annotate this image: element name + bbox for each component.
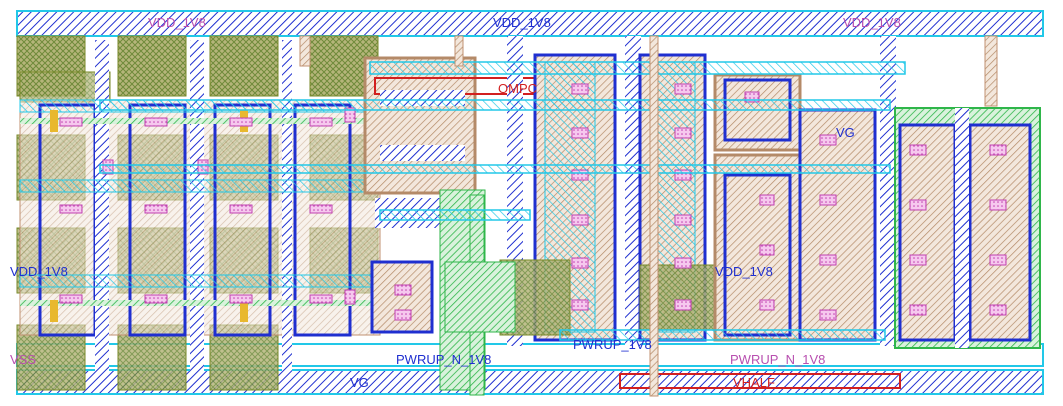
label-vss: VSS (10, 352, 36, 367)
via-cluster-right (744, 91, 1007, 321)
via-cluster-left (59, 107, 356, 305)
label-pwrup-center: PWRUP_1V8 (573, 337, 652, 352)
vdd-rail-top (16, 10, 1044, 37)
label-vdd-1v8-right: VDD_1V8 (843, 15, 901, 30)
label-vdd-1v8-center: VDD_1V8 (493, 15, 551, 30)
vhalf-wire (619, 373, 901, 389)
label-vdd-1v8-left: VDD_1V8 (148, 15, 206, 30)
label-vhalf: VHALF (733, 375, 775, 390)
via-cluster-center (394, 83, 692, 321)
label-ompc: OMPC (498, 81, 537, 96)
metal2-buses (99, 61, 906, 341)
label-vg-top: VG (836, 125, 855, 140)
label-pwrup-n-right: PWRUP_N_1V8 (730, 352, 825, 367)
label-vg-bottom: VG (350, 375, 369, 390)
label-vdd-right-mid: VDD_1V8 (715, 264, 773, 279)
label-vdd-left-mid: VDD_1V8 (10, 264, 68, 279)
straps (299, 35, 659, 397)
label-pwrup-n-left: PWRUP_N_1V8 (396, 352, 491, 367)
